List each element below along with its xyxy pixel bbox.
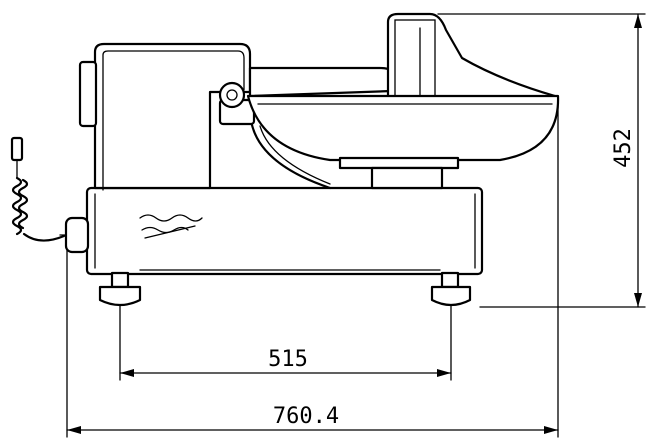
base-housing: [85, 186, 484, 276]
left-foot: [98, 271, 142, 307]
overall-width-dimension: [66, 99, 559, 438]
dim-bolt-spacing-label: 515: [268, 347, 308, 372]
bowl: [246, 94, 560, 190]
bolt-spacing-dimension: [119, 304, 452, 381]
motor-head: [78, 42, 252, 191]
height-dimension: [437, 13, 646, 308]
right-foot: [430, 271, 472, 307]
dim-overall-width-label: 760.4: [273, 404, 339, 429]
power-cord: [10, 136, 66, 242]
control-knob: [218, 81, 256, 126]
lid-cover: [386, 12, 557, 104]
brand-logo: [139, 214, 203, 239]
dim-height-label: 452: [611, 128, 636, 168]
cord-connector: [59, 216, 90, 254]
